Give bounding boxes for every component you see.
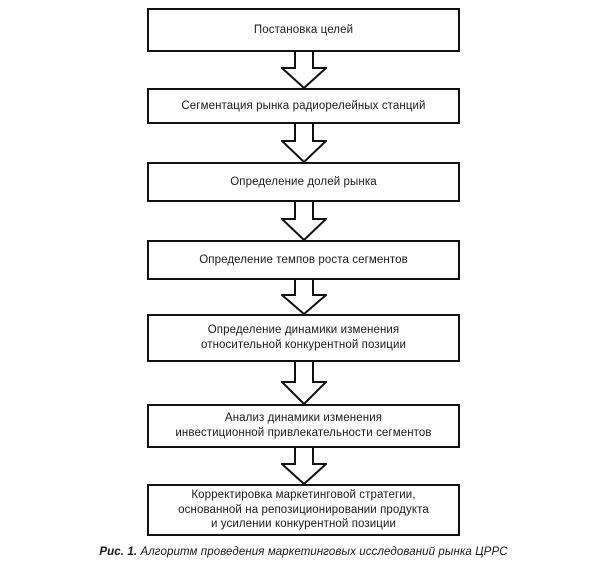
flow-node-4-label: Определение темпов роста сегментов (199, 253, 408, 266)
flow-node-3[interactable]: Определение долей рынка (147, 162, 460, 202)
flow-node-7[interactable]: Корректировка маркетинговой стратегии, о… (147, 484, 460, 536)
arrow-down-icon-6 (281, 447, 327, 485)
flow-node-1-label: Постановка целей (253, 23, 354, 36)
flow-node-4[interactable]: Определение темпов роста сегментов (147, 240, 460, 280)
flow-node-6-label: Анализ динамики изменения инвестиционной… (175, 412, 432, 439)
arrow-down-icon-1 (281, 51, 327, 89)
arrow-down-icon-5 (281, 361, 327, 405)
arrow-down-icon-3 (281, 201, 327, 241)
flow-node-5-label: Определение динамики изменения относител… (200, 324, 407, 351)
arrow-down-icon-4 (281, 279, 327, 315)
flow-node-5[interactable]: Определение динамики изменения относител… (147, 314, 460, 362)
flow-node-7-label: Корректировка маркетинговой стратегии, о… (178, 488, 429, 531)
flow-node-3-label: Определение долей рынка (230, 175, 377, 188)
figure-caption-text: Алгоритм проведения маркетинговых исслед… (140, 546, 508, 558)
figure-caption: Рис. 1. Алгоритм проведения маркетинговы… (0, 546, 607, 558)
flow-node-6[interactable]: Анализ динамики изменения инвестиционной… (147, 404, 460, 448)
flow-node-2[interactable]: Сегментация рынка радиорелейных станций (147, 88, 460, 124)
flow-node-2-label: Сегментация рынка радиорелейных станций (181, 99, 426, 112)
arrow-down-icon-2 (281, 123, 327, 163)
flow-node-1[interactable]: Постановка целей (147, 8, 460, 52)
figure-caption-label: Рис. 1. (99, 546, 138, 558)
